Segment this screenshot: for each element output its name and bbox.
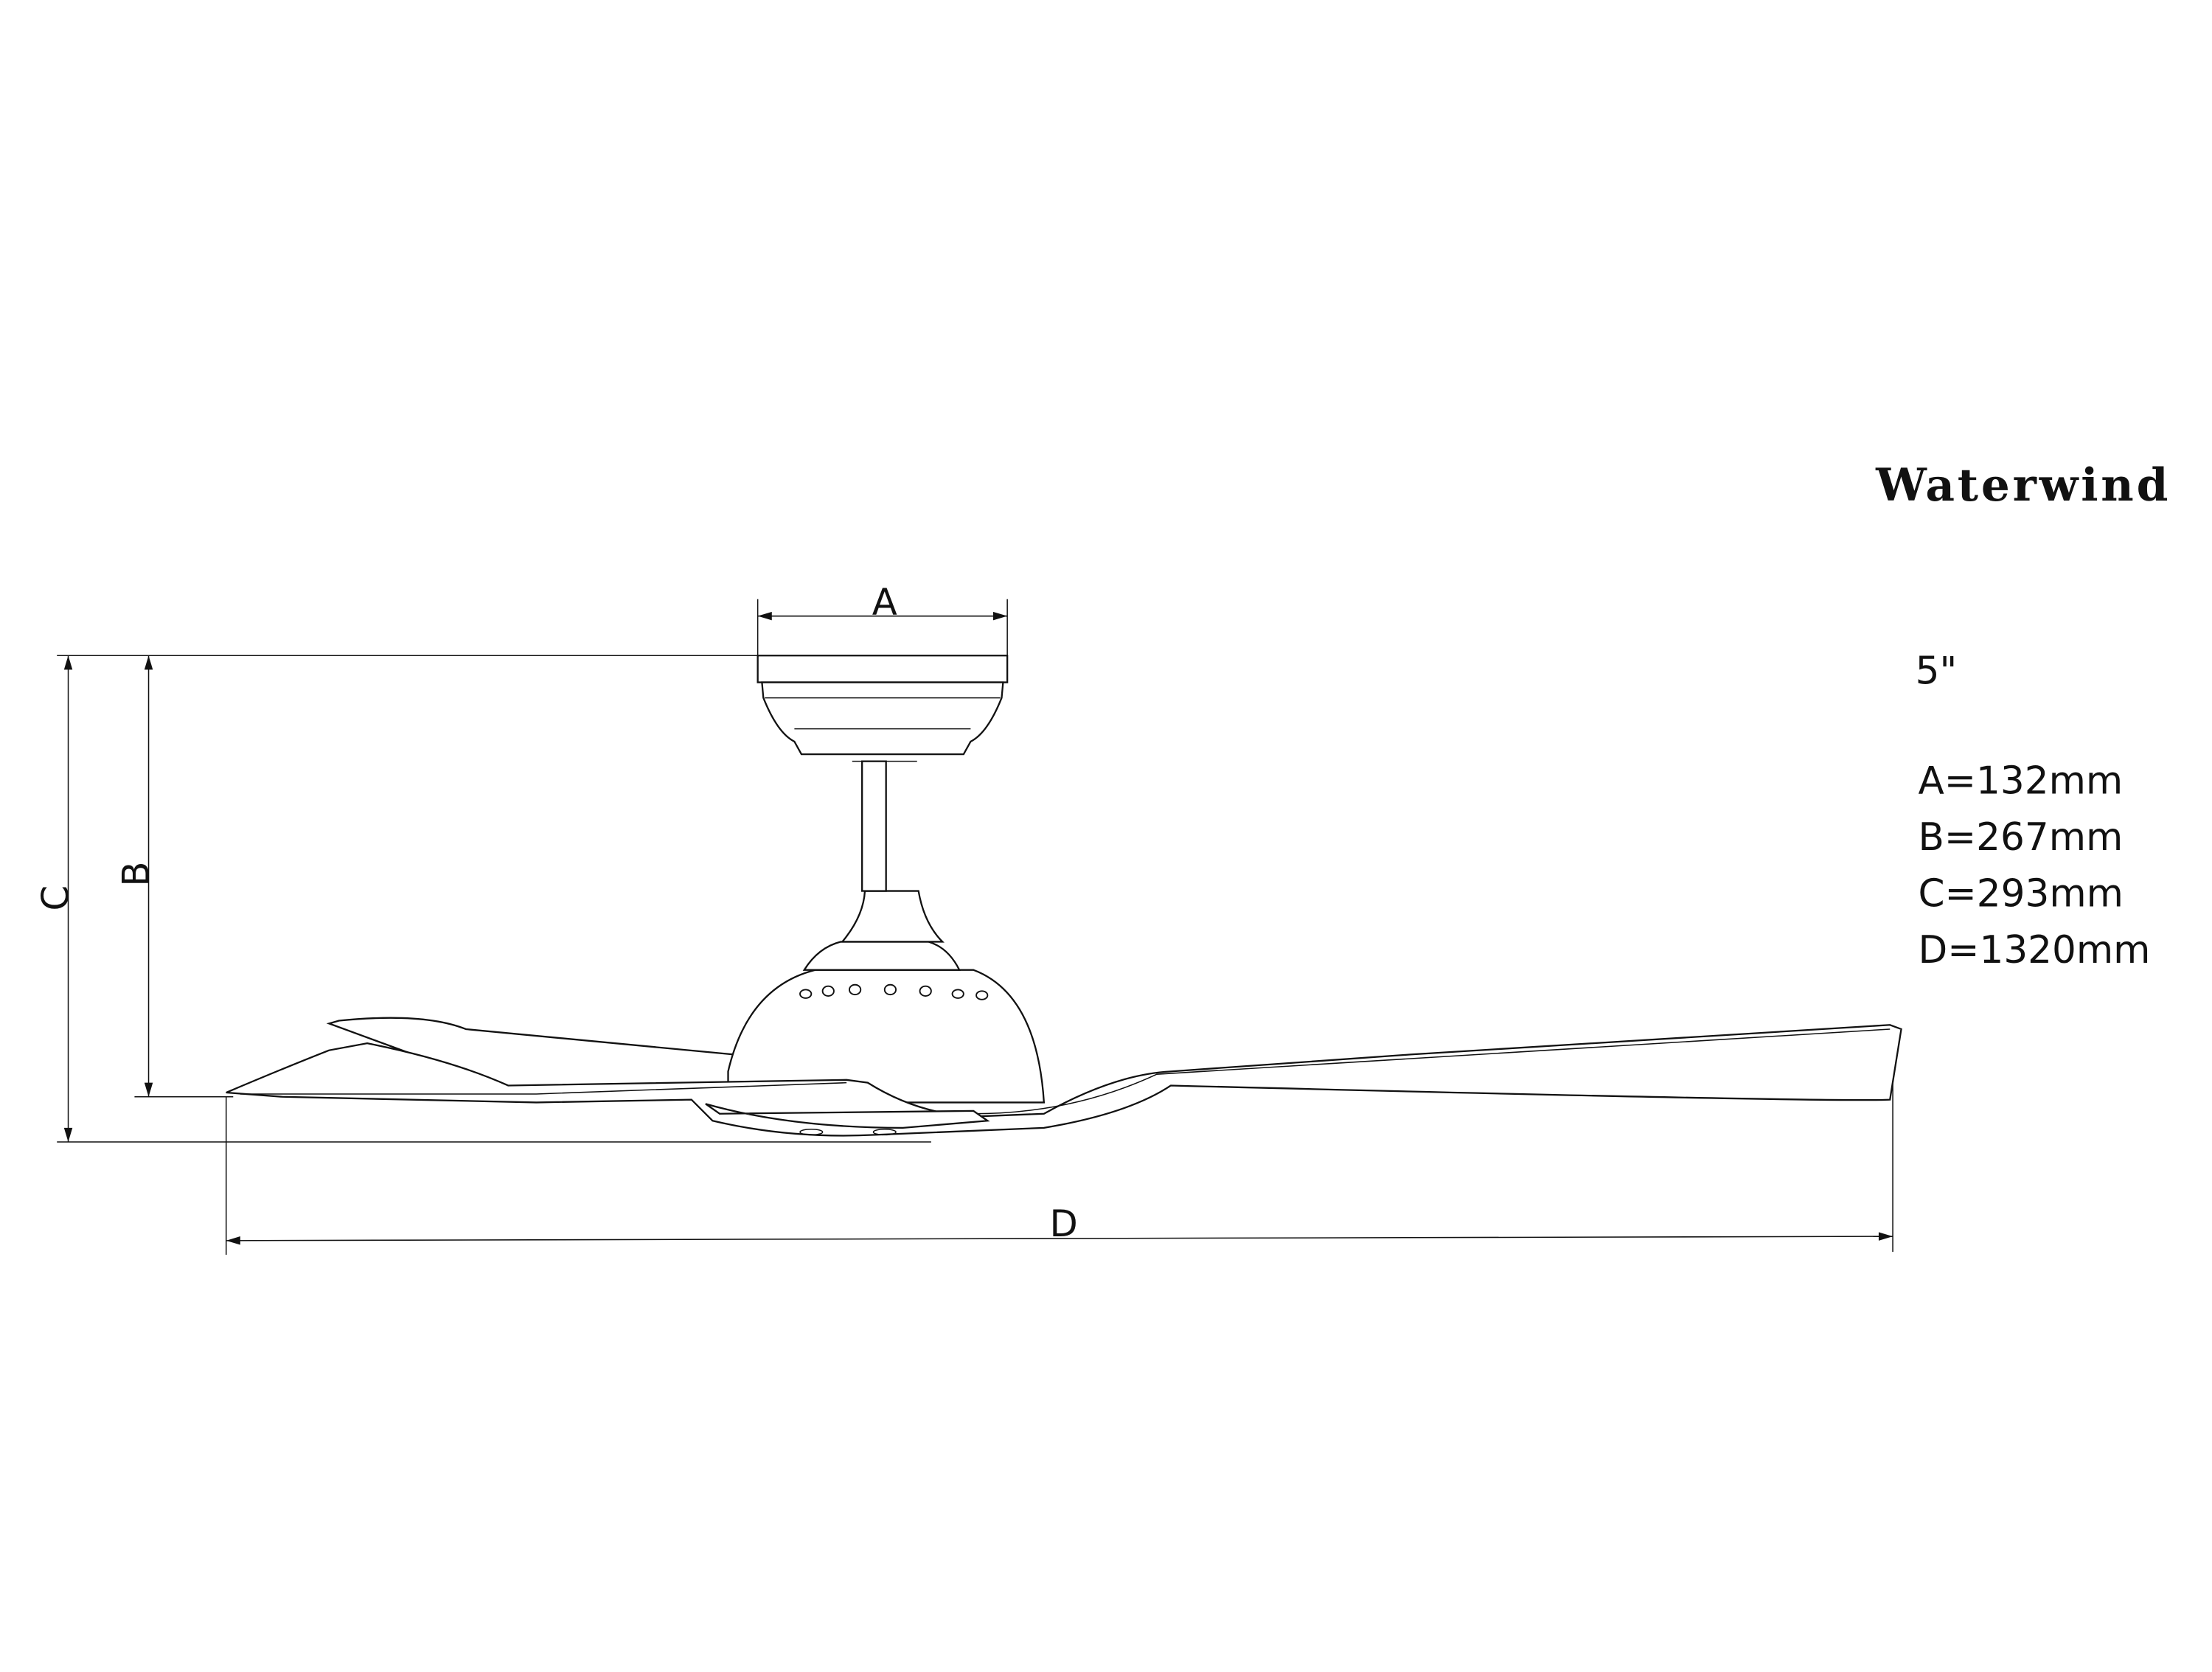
spec-a: A=132mm [1918,759,2123,804]
spec-d: D=1320mm [1918,928,2150,972]
screw-icon [799,1128,824,1136]
downrod [861,760,887,892]
dimension-d-label: D [1049,1202,1077,1245]
fan-blades-front [226,1024,1902,1137]
motor-housing [727,890,1046,1104]
dimension-c-label: C [35,885,77,911]
dimension-a-label: A [872,581,897,624]
brand-name: Waterwind [1875,459,2171,512]
fan-blade-back [326,1017,847,1101]
blade-edge-lines [240,1028,1891,1115]
screw-icon [872,1128,897,1136]
spec-c: C=293mm [1918,872,2123,916]
canopy [757,655,1009,762]
motor-bottom [705,1103,990,1129]
dimension-b-label: B [115,862,158,887]
spec-b: B=267mm [1918,815,2123,860]
dimension-d-line [226,1232,1893,1245]
fan-size: 5" [1916,649,1958,693]
